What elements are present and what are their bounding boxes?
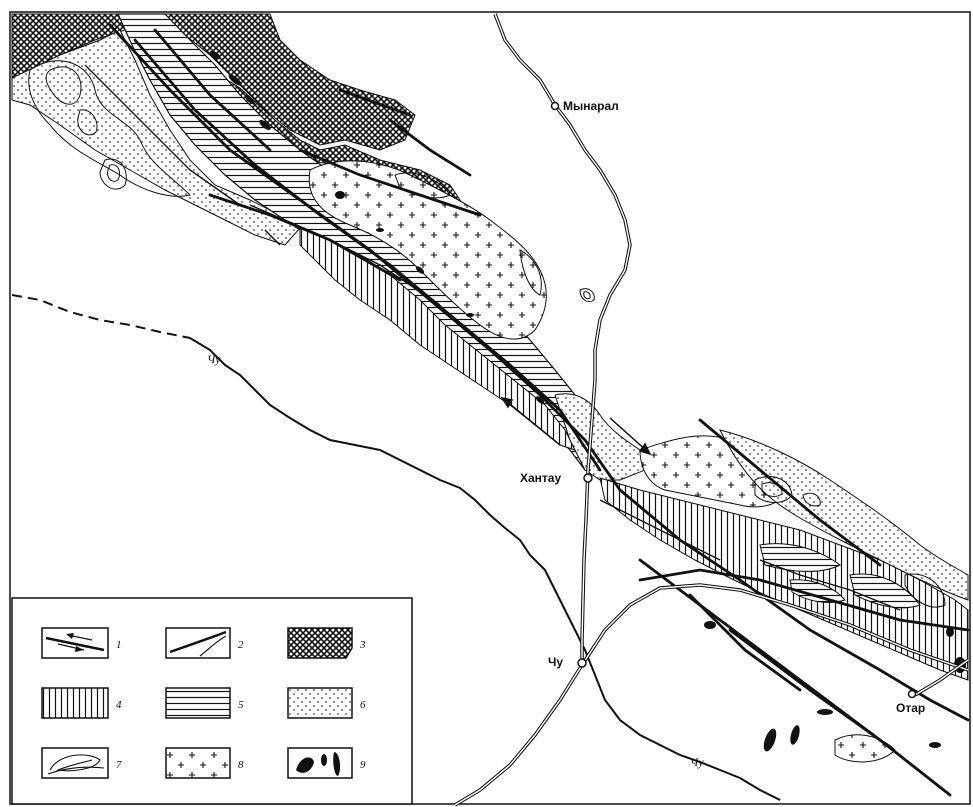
legend-num-4: 4 <box>116 699 122 711</box>
town-marker-chu <box>577 658 587 668</box>
legend-item-5: 5 <box>165 687 244 719</box>
legend-num-2: 2 <box>238 639 244 651</box>
legend-item-6: 6 <box>287 687 366 719</box>
granite-unit-south <box>834 734 896 763</box>
legend-num-9: 9 <box>360 759 366 771</box>
railway <box>454 13 970 807</box>
dotted-unit-khantau <box>554 393 646 481</box>
river-label-chu-upper: Чу <box>207 352 221 366</box>
legend-num-6: 6 <box>360 699 366 711</box>
place-label-chu-town: Чу <box>548 655 563 669</box>
thin-fault-lines <box>84 64 901 611</box>
town-marker-khantau <box>583 473 593 483</box>
map-frame <box>9 11 971 805</box>
vertical-hatch-belt-se <box>599 477 969 681</box>
legend: 1 2 3 4 5 6 <box>11 597 413 805</box>
chu-river <box>189 337 781 801</box>
legend-item-3: 3 <box>287 627 366 659</box>
legend-item-8: 8 <box>165 747 244 779</box>
legend-item-7: 7 <box>41 747 122 779</box>
legend-num-3: 3 <box>359 639 366 651</box>
granite-unit-north <box>308 160 547 340</box>
legend-item-9: 9 <box>287 747 366 779</box>
town-marker-otar <box>907 689 917 699</box>
town-marker-mynaral <box>550 101 560 111</box>
dotted-unit-east <box>719 429 969 601</box>
contour-unit-nw <box>28 60 191 197</box>
legend-num-8: 8 <box>238 759 244 771</box>
strike-slip-arrows <box>264 229 652 456</box>
legend-num-7: 7 <box>116 759 122 771</box>
river-label-chu-lower: Чу <box>690 755 704 769</box>
state-boundary <box>11 294 191 339</box>
fault-lines <box>108 23 970 797</box>
place-label-khantau: Хантау <box>520 471 561 485</box>
place-label-otar: Отар <box>896 701 925 715</box>
place-label-mynaral: Мынарал <box>563 99 619 113</box>
legend-item-2: 2 <box>165 627 244 659</box>
legend-item-4: 4 <box>41 687 122 719</box>
town-markers <box>550 101 917 699</box>
vertical-hatch-belt-nw <box>299 227 576 451</box>
legend-num-5: 5 <box>238 699 244 711</box>
legend-item-1: 1 <box>41 627 122 659</box>
legend-num-1: 1 <box>116 639 122 651</box>
